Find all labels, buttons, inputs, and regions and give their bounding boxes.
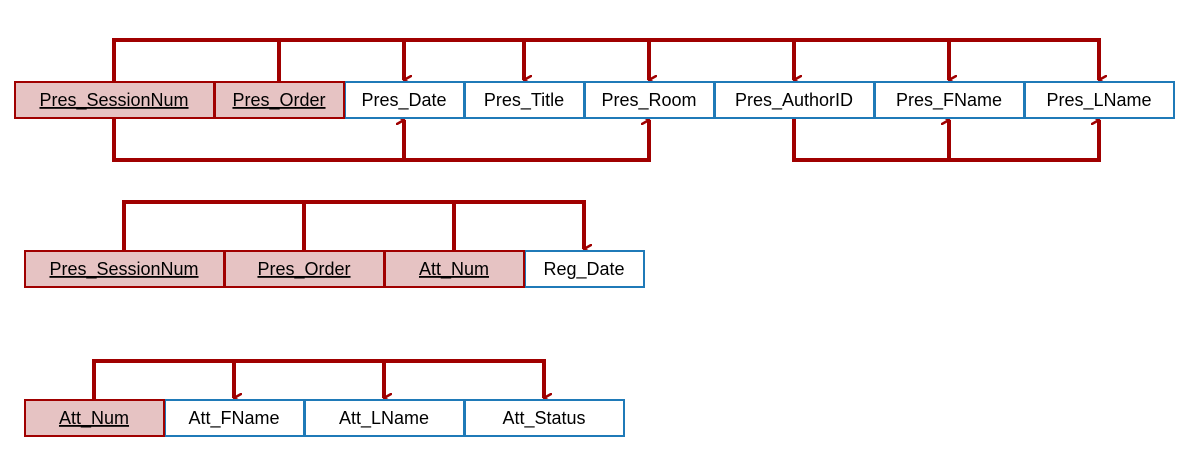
key-cell-att-num: Att_Num [24, 399, 165, 437]
cell-box [164, 399, 305, 437]
cell-box [14, 81, 215, 119]
key-cell-pres-order: Pres_Order [224, 250, 385, 288]
cell-box [584, 81, 715, 119]
dependency-lines [92, 38, 1101, 400]
cell-label: Att_LName [339, 408, 429, 429]
partial-dependency-presentation [112, 118, 651, 162]
cell-label: Pres_SessionNum [39, 90, 188, 111]
attribute-cell-pres-date: Pres_Date [344, 81, 465, 119]
cell-box [464, 399, 625, 437]
attribute-cell-att-lname: Att_LName [304, 399, 465, 437]
cell-label: Reg_Date [543, 259, 624, 280]
relation-registration: Reg_Date Pres_SessionNum Pres_Order Att_Num [24, 250, 645, 288]
cell-box [214, 81, 345, 119]
attribute-cell-pres-title: Pres_Title [464, 81, 585, 119]
cell-label: Pres_Date [361, 90, 446, 111]
attribute-cell-pres-lname: Pres_LName [1024, 81, 1175, 119]
cell-label: Att_Num [59, 408, 129, 429]
cell-box [714, 81, 875, 119]
attribute-cell-att-fname: Att_FName [164, 399, 305, 437]
cell-box [24, 399, 165, 437]
cell-box [384, 250, 525, 288]
cell-box [874, 81, 1025, 119]
full-dependency-attendee [92, 359, 544, 400]
relation-tables: Pres_Date Pres_Title Pres_Room Pres_AuthorI… [14, 81, 1175, 437]
attribute-cell-pres-room: Pres_Room [584, 81, 715, 119]
cell-label: Pres_Title [484, 90, 564, 111]
cell-box [1024, 81, 1175, 119]
cell-label: Att_Status [502, 408, 585, 429]
cell-box [224, 250, 385, 288]
full-dependency-registration [122, 200, 584, 251]
cell-label: Pres_FName [896, 90, 1002, 111]
relation-presentation: Pres_Date Pres_Title Pres_Room Pres_AuthorI… [14, 81, 1175, 119]
cell-label: Pres_Order [232, 90, 325, 111]
attribute-cell-reg-date: Reg_Date [524, 250, 645, 288]
cell-label: Pres_SessionNum [49, 259, 198, 280]
full-dependency-presentation [112, 38, 1099, 82]
attribute-cell-att-status: Att_Status [464, 399, 625, 437]
cell-label: Pres_Order [257, 259, 350, 280]
cell-label: Pres_Room [601, 90, 696, 111]
cell-label: Att_FName [188, 408, 279, 429]
attribute-cell-pres-fname: Pres_FName [874, 81, 1025, 119]
key-cell-pres-order: Pres_Order [214, 81, 345, 119]
cell-label: Att_Num [419, 259, 489, 280]
cell-label: Pres_LName [1046, 90, 1151, 111]
key-cell-pres-sessionnum: Pres_SessionNum [24, 250, 225, 288]
relation-attendee: Att_FName Att_LName Att_Status Att_Num [24, 399, 625, 437]
key-cell-pres-sessionnum: Pres_SessionNum [14, 81, 215, 119]
cell-box [24, 250, 225, 288]
cell-label: Pres_AuthorID [735, 90, 853, 111]
key-cell-att-num: Att_Num [384, 250, 525, 288]
transitive-dependency-presentation [792, 118, 1101, 162]
cell-box [304, 399, 465, 437]
attribute-cell-pres-authorid: Pres_AuthorID [714, 81, 875, 119]
